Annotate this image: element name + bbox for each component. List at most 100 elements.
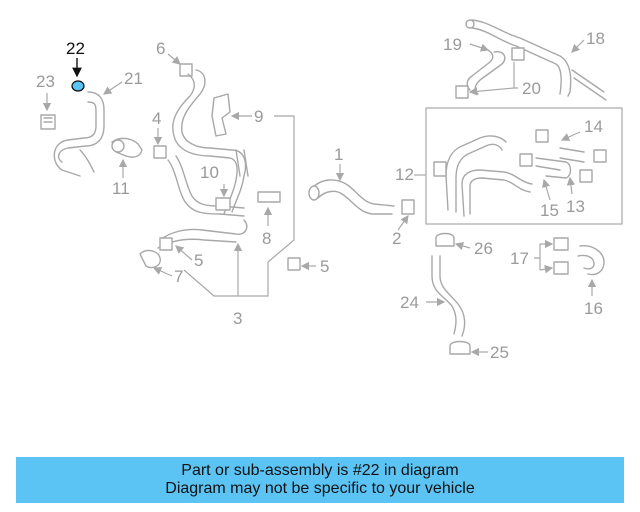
pipe-12-d bbox=[469, 177, 531, 215]
clamp-17-bottom bbox=[553, 261, 569, 275]
clamp-26-shape bbox=[435, 232, 455, 247]
part-21-hose[interactable]: 21 bbox=[53, 69, 143, 177]
pipe-12-c bbox=[461, 169, 533, 217]
part-2-clamp[interactable]: 2 bbox=[392, 199, 415, 248]
leader-15 bbox=[542, 178, 551, 201]
clamp-12-mid bbox=[519, 153, 533, 167]
part-18-pipe[interactable]: 18 bbox=[465, 19, 607, 101]
leader-18 bbox=[571, 39, 585, 53]
part-3-leader-group: 3 bbox=[183, 242, 269, 328]
part-9-bracket[interactable]: 9 bbox=[211, 93, 295, 263]
bracket-9-leader-line bbox=[267, 115, 295, 263]
callout-9: 9 bbox=[254, 107, 263, 126]
hose-24-outline-b bbox=[439, 255, 466, 337]
leader-20-up bbox=[513, 62, 518, 89]
hose-3-lower-a bbox=[167, 159, 245, 217]
hose-16-outline-a bbox=[579, 245, 605, 276]
clamp-14-shape bbox=[535, 129, 549, 143]
part-20-clamp[interactable]: 20 bbox=[455, 62, 541, 99]
clamp-12-left bbox=[433, 161, 447, 177]
leader-21 bbox=[103, 81, 123, 95]
leader-13 bbox=[566, 176, 576, 195]
callout-21: 21 bbox=[124, 69, 143, 88]
part-17-clamps[interactable]: 17 bbox=[510, 237, 569, 275]
part-15-label[interactable]: 15 bbox=[540, 178, 559, 220]
callout-6: 6 bbox=[156, 39, 165, 58]
part-14-label[interactable]: 14 bbox=[560, 117, 603, 141]
leader-17-frame bbox=[534, 244, 541, 270]
callout-13: 13 bbox=[566, 197, 585, 216]
clamp-5b-shape bbox=[287, 257, 301, 271]
clamp-17-top bbox=[553, 237, 569, 251]
hose-19-outline-a bbox=[474, 50, 506, 95]
part-22-clamp[interactable]: 22 bbox=[66, 39, 85, 92]
clamp-14b-shape bbox=[593, 149, 607, 163]
hose-21-outline-b bbox=[53, 101, 97, 177]
hose-16-outline-b bbox=[577, 254, 595, 270]
leader-17-bottom bbox=[539, 265, 554, 274]
part-23-clamp[interactable]: 23 bbox=[36, 72, 56, 130]
callout-11: 11 bbox=[112, 179, 130, 198]
callout-4: 4 bbox=[152, 109, 161, 128]
callout-3: 3 bbox=[233, 309, 242, 328]
callout-19: 19 bbox=[443, 35, 462, 54]
callout-26: 26 bbox=[474, 239, 493, 258]
leader-7 bbox=[152, 267, 173, 277]
callout-24: 24 bbox=[400, 293, 419, 312]
part-5-clamp-right[interactable]: 5 bbox=[287, 257, 329, 276]
hose-3-outline-b bbox=[172, 73, 238, 215]
hose-3-vertical bbox=[235, 149, 249, 177]
clamp-13-shape bbox=[579, 169, 593, 183]
hose-24-outline-a bbox=[431, 255, 457, 335]
part-1-hose[interactable]: 1 bbox=[308, 145, 395, 215]
hose-3-outline-a bbox=[181, 69, 247, 213]
part-16-hose[interactable]: 16 bbox=[577, 245, 605, 318]
clamp-19-shape bbox=[511, 47, 525, 61]
clamp-23-band bbox=[43, 117, 53, 123]
part-6-clamp[interactable]: 6 bbox=[156, 39, 193, 77]
hose-1-outline-b bbox=[317, 190, 393, 215]
pipe-18-outline-b bbox=[471, 27, 562, 95]
info-banner: Part or sub-assembly is #22 in diagram D… bbox=[16, 457, 624, 503]
hose-21-outline-a bbox=[57, 91, 105, 163]
part-7-elbow[interactable]: 7 bbox=[139, 249, 183, 286]
clamp-4-shape bbox=[153, 145, 167, 159]
part-4-clamp[interactable]: 4 bbox=[152, 109, 167, 159]
hose-21-tail bbox=[79, 149, 95, 173]
callout-25: 25 bbox=[490, 343, 509, 362]
part-24-hose[interactable]: 24 bbox=[400, 255, 466, 337]
leader-19 bbox=[469, 43, 490, 52]
part-3-hose-assembly[interactable] bbox=[157, 69, 249, 249]
hose-3-lower-b bbox=[175, 155, 245, 209]
part-5-clamp-left[interactable]: 5 bbox=[159, 237, 203, 270]
part-10-clamp[interactable]: 10 bbox=[200, 163, 231, 211]
callout-17: 17 bbox=[510, 249, 529, 268]
hose-1-outline-a bbox=[311, 179, 395, 207]
part-8-clamp[interactable]: 8 bbox=[257, 191, 281, 248]
clamp-5a-shape bbox=[159, 237, 173, 251]
callout-2: 2 bbox=[392, 229, 401, 248]
callout-22: 22 bbox=[66, 39, 85, 58]
hose-15-small bbox=[535, 157, 572, 179]
callout-7: 7 bbox=[174, 267, 183, 286]
leader-26 bbox=[454, 241, 471, 251]
hose-14-small bbox=[559, 147, 585, 163]
elbow-7-shape bbox=[139, 249, 161, 269]
part-25-clamp[interactable]: 25 bbox=[449, 340, 509, 363]
callout-15: 15 bbox=[540, 201, 559, 220]
part-26-clamp[interactable]: 26 bbox=[435, 232, 493, 259]
assembly-12-frame bbox=[425, 107, 623, 225]
callout-8: 8 bbox=[262, 229, 271, 248]
clamp-20-shape bbox=[455, 85, 469, 99]
callout-10: 10 bbox=[200, 163, 219, 182]
hose-3-bottom-a bbox=[159, 219, 248, 241]
callout-20: 20 bbox=[522, 79, 541, 98]
assembly-box-12[interactable]: 12 bbox=[395, 107, 623, 225]
clamp-22-band bbox=[71, 85, 85, 92]
part-11-elbow[interactable]: 11 bbox=[111, 137, 143, 198]
callout-23: 23 bbox=[36, 72, 55, 91]
leader-14 bbox=[560, 131, 581, 141]
elbow-11-port bbox=[111, 139, 125, 153]
pipe-12-b bbox=[455, 143, 503, 213]
part-13-label[interactable]: 13 bbox=[566, 176, 585, 216]
